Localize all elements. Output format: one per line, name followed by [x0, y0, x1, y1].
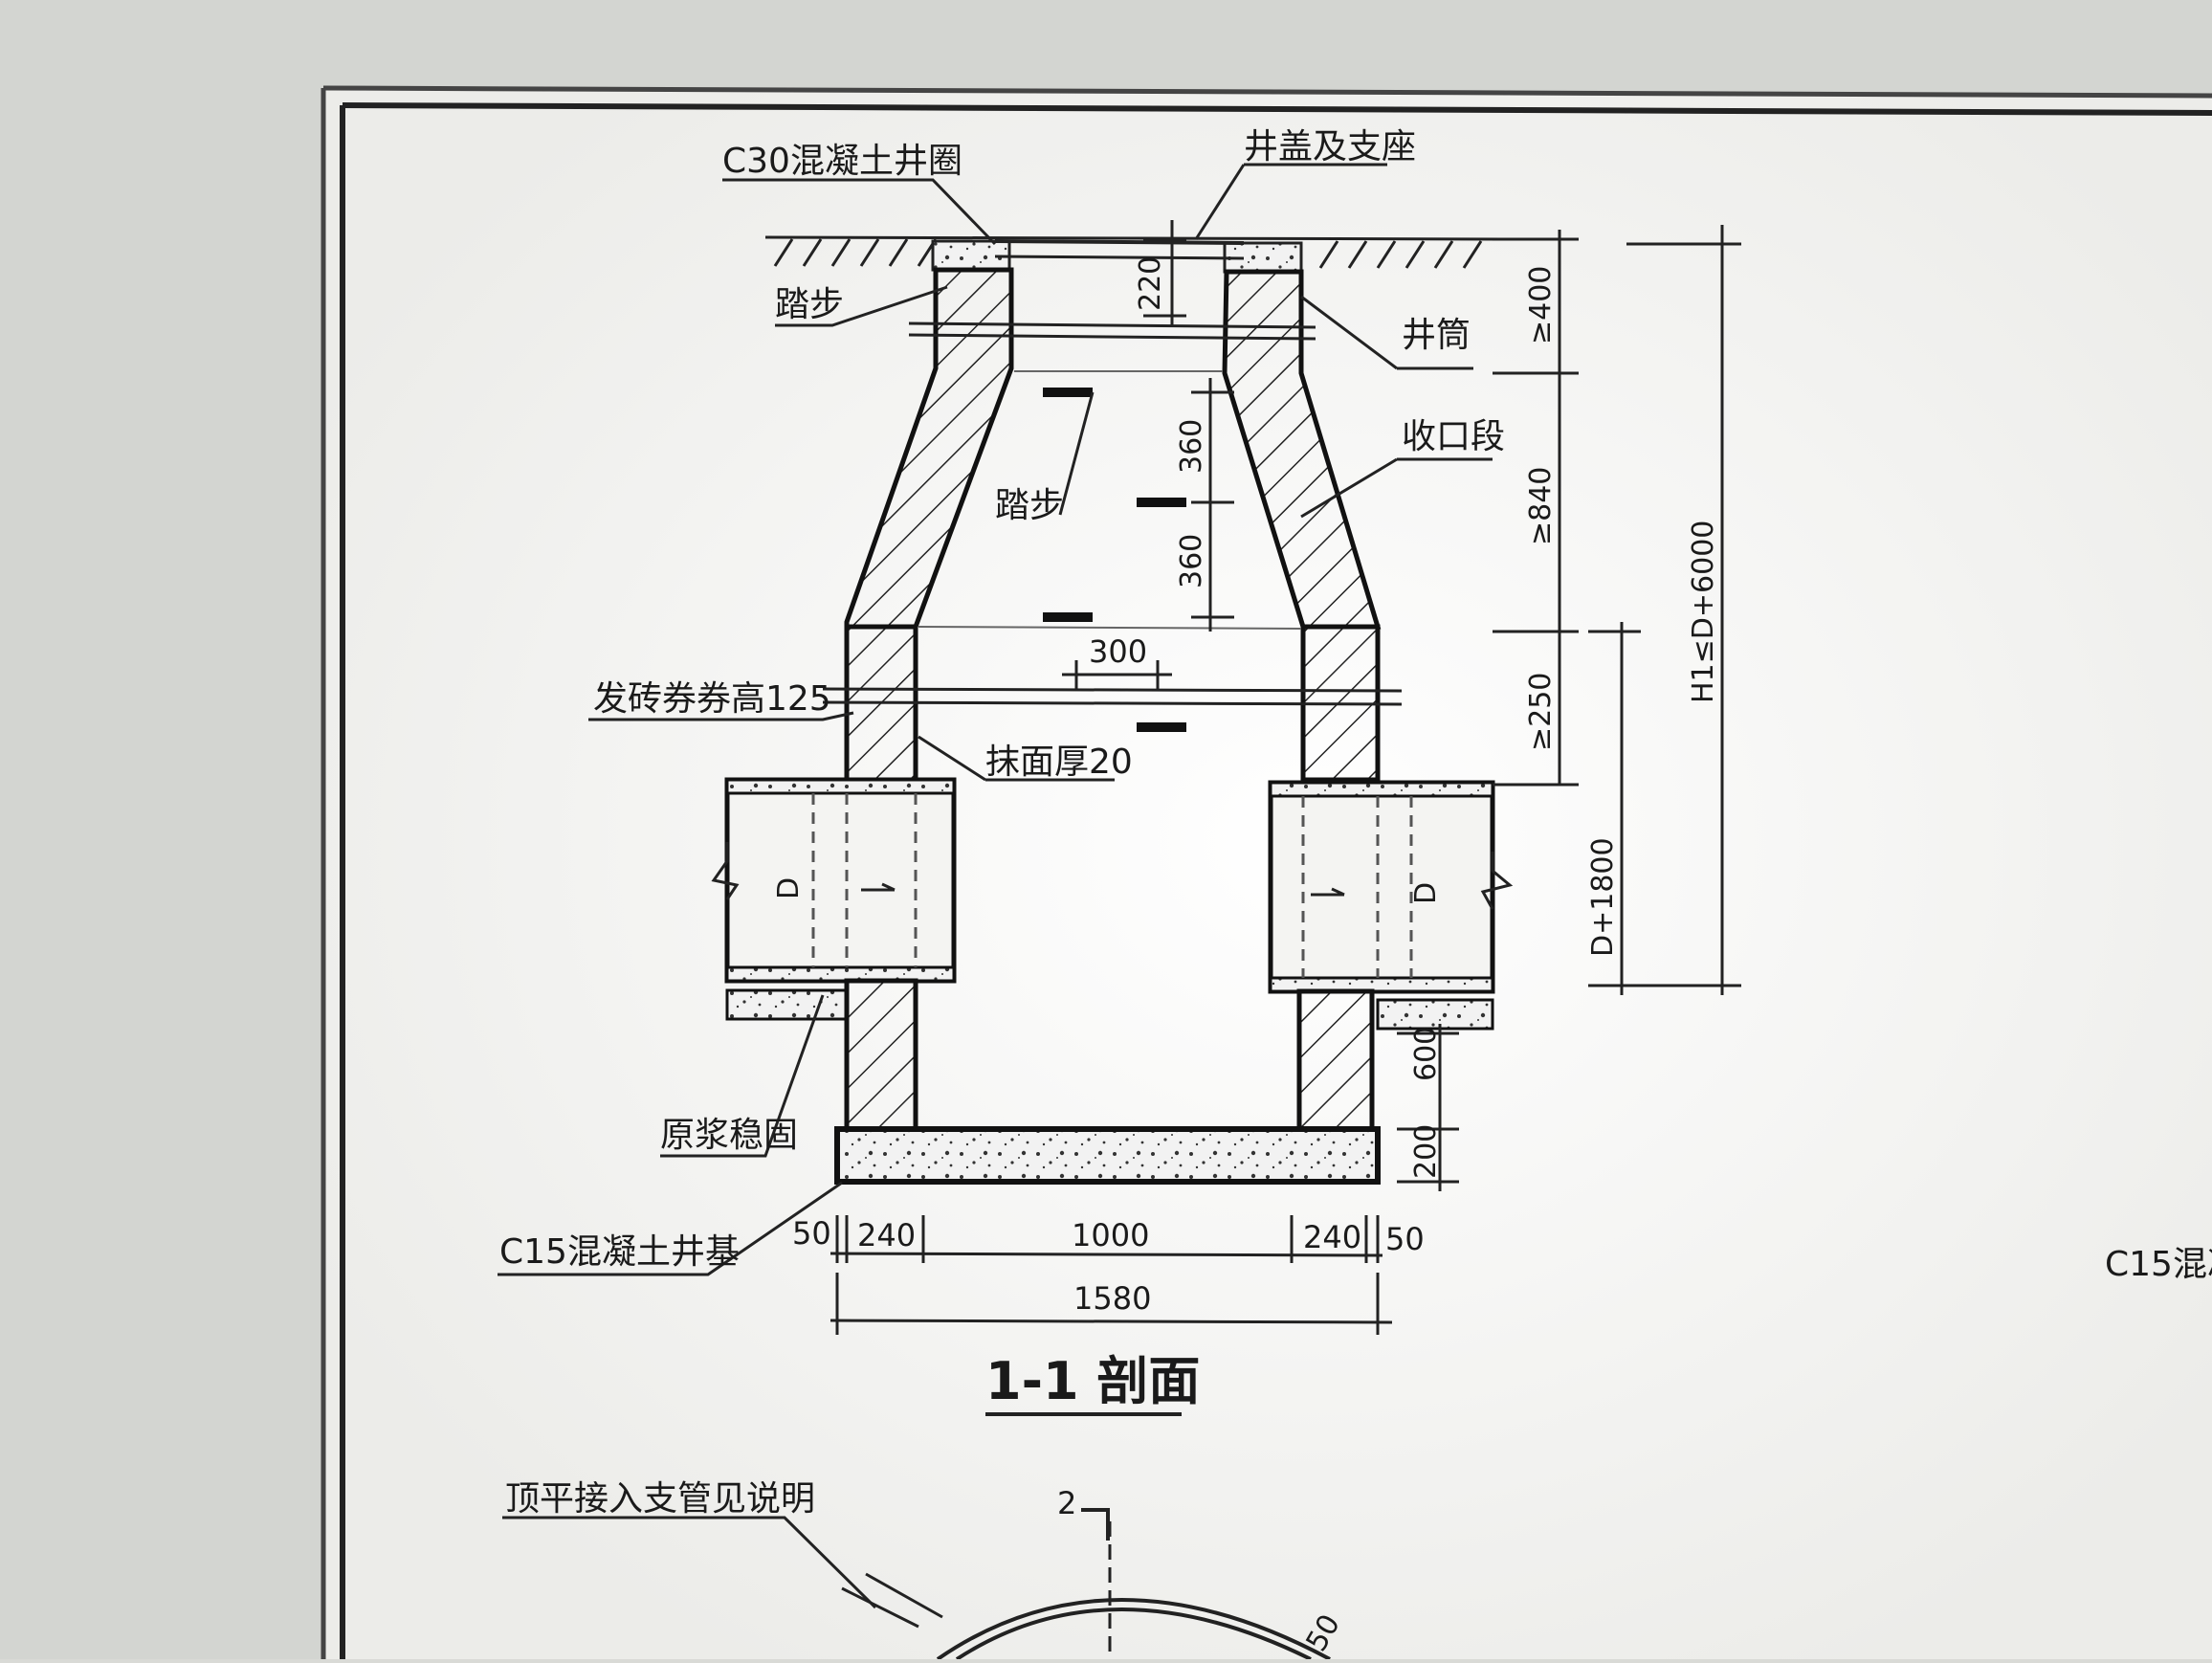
dim-220: 220: [1134, 256, 1167, 311]
label-step-inner: 踏步: [995, 486, 1064, 525]
concrete-base: [834, 1126, 1381, 1185]
dim-1580: 1580: [1073, 1280, 1151, 1317]
dim-240-right: 240: [1303, 1219, 1361, 1255]
right-wall-bottom: [1296, 988, 1375, 1132]
label-c15-base: C15混凝土井基: [499, 1232, 740, 1272]
pipe-left: [711, 777, 957, 984]
dim-360-upper: 360: [1175, 419, 1208, 474]
dim-300: 300: [1089, 633, 1147, 670]
dim-360-lower: 360: [1175, 534, 1208, 588]
label-branch-pipe: 顶平接入支管见说明: [505, 1479, 815, 1519]
label-c30-ring: C30混凝土井圈: [722, 142, 962, 181]
label-brick-arch: 发砖券券高125: [593, 679, 831, 719]
label-right-cut: C15混凝: [2105, 1245, 2212, 1284]
break-lines: [822, 322, 1403, 706]
left-wall-bottom: [844, 978, 918, 1132]
dim-840: ≥840: [1524, 467, 1558, 545]
dim-250: ≥250: [1524, 673, 1558, 751]
pipe-dia-right: D: [1409, 882, 1443, 904]
drawing-sheet: [323, 88, 2212, 1659]
pipe-bedding-right: [1376, 998, 1494, 1031]
dim-240-left: 240: [857, 1217, 916, 1253]
label-cover-support: 井盖及支座: [1244, 127, 1416, 166]
plan-view-fragment: [841, 1508, 1331, 1661]
section-title: 1-1 剖面: [985, 1351, 1200, 1411]
pipe-dia-left: D: [772, 877, 806, 899]
section-marker-2: 2: [1057, 1485, 1076, 1521]
label-grout: 原浆稳固: [660, 1116, 798, 1155]
label-shaft: 井筒: [1402, 316, 1471, 355]
label-step-top: 踏步: [775, 285, 844, 324]
sheet-border: [342, 102, 2212, 116]
manhole-cover: [994, 239, 1245, 245]
dim-50-left: 50: [792, 1215, 831, 1252]
dim-200: 200: [1409, 1124, 1443, 1179]
dim-50-right: 50: [1385, 1221, 1425, 1257]
ground-line: [764, 235, 1503, 269]
dim-1000: 1000: [1072, 1217, 1149, 1253]
step-rungs: [1043, 388, 1186, 732]
dim-d-plus-1800: D+1800: [1586, 837, 1620, 957]
label-cone-section: 收口段: [1402, 417, 1505, 456]
dim-600: 600: [1409, 1027, 1443, 1081]
leader-lines: [498, 163, 1493, 1609]
dim-400: ≥400: [1524, 266, 1558, 344]
pipe-bedding-left: [725, 988, 849, 1021]
dim-h1: H1≤D+6000: [1687, 521, 1720, 703]
dimension-lines: [830, 220, 1741, 1335]
label-plaster: 抹面厚20: [985, 743, 1133, 782]
pipe-right: [1268, 780, 1514, 994]
